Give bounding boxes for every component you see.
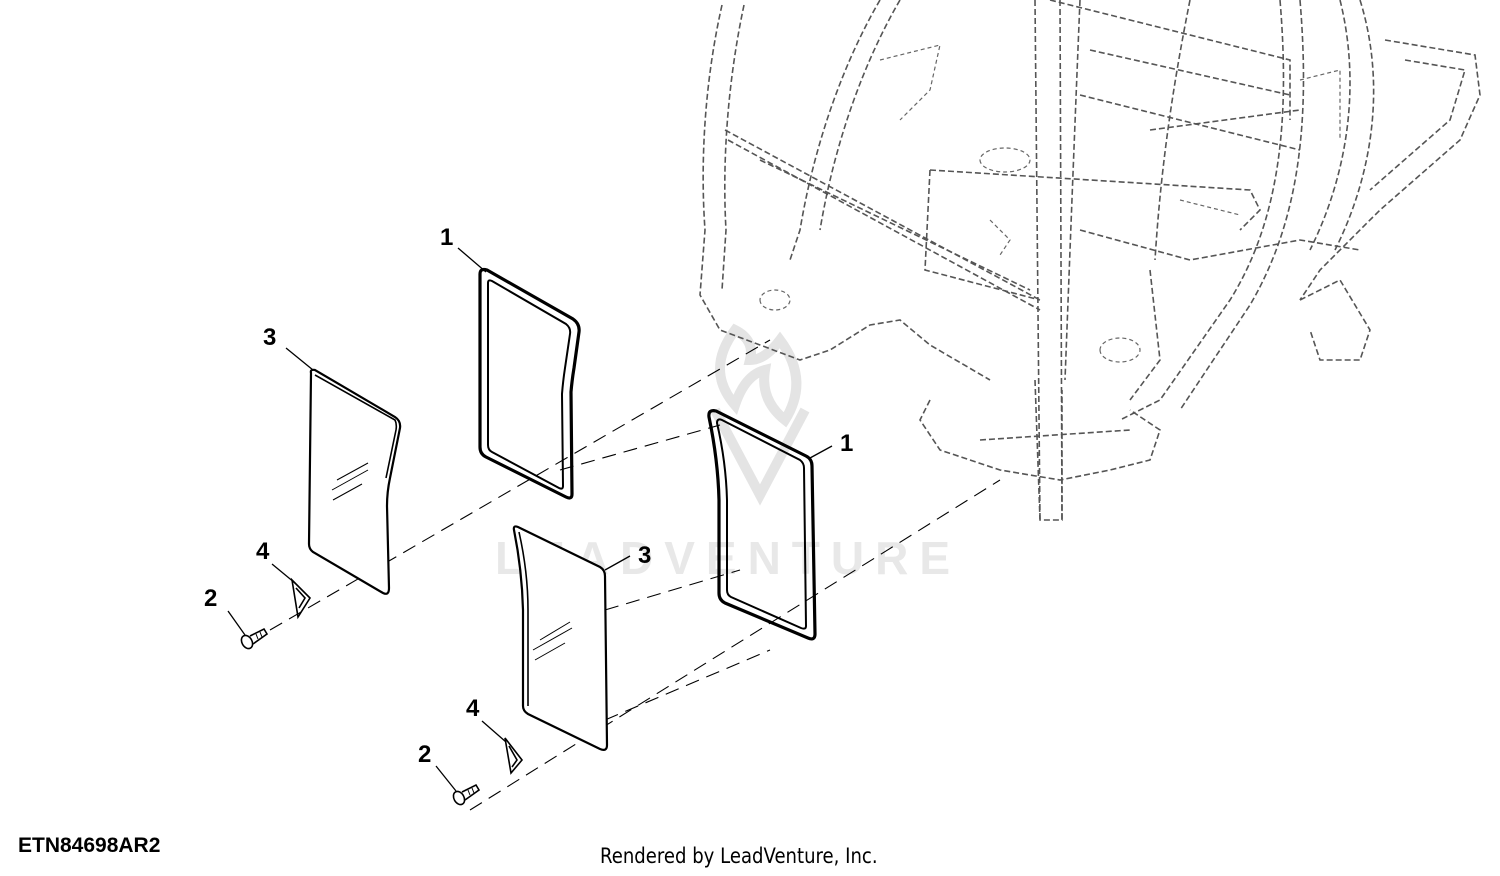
clip-left	[290, 577, 312, 620]
callout-seal-right: 1	[840, 430, 853, 457]
callout-screw-left: 2	[204, 585, 217, 612]
clip-right	[504, 737, 524, 775]
diagram-part-number: ETN84698AR2	[18, 834, 161, 857]
screw-left	[240, 627, 269, 650]
glass-panel-right	[512, 525, 609, 751]
glass-panel-left	[307, 368, 402, 595]
callouts: 1 1 2 2 3 3 4 4	[204, 224, 853, 768]
callout-clip-left: 4	[256, 538, 270, 565]
callout-glass-left: 3	[263, 324, 276, 351]
leader-lines	[227, 247, 833, 792]
callout-seal-left: 1	[440, 224, 453, 251]
screw-right	[452, 783, 481, 806]
watermark-logo-icon	[710, 323, 810, 506]
callout-screw-right: 2	[418, 741, 431, 768]
callout-clip-right: 4	[466, 695, 480, 722]
callout-glass-right: 3	[638, 542, 651, 569]
projection-lines	[269, 339, 1001, 811]
cab-frame-ghost	[699, 0, 1481, 521]
rendered-by-footer: Rendered by LeadVenture, Inc.	[600, 844, 878, 868]
seal-right	[707, 409, 817, 641]
seal-left	[478, 267, 581, 500]
